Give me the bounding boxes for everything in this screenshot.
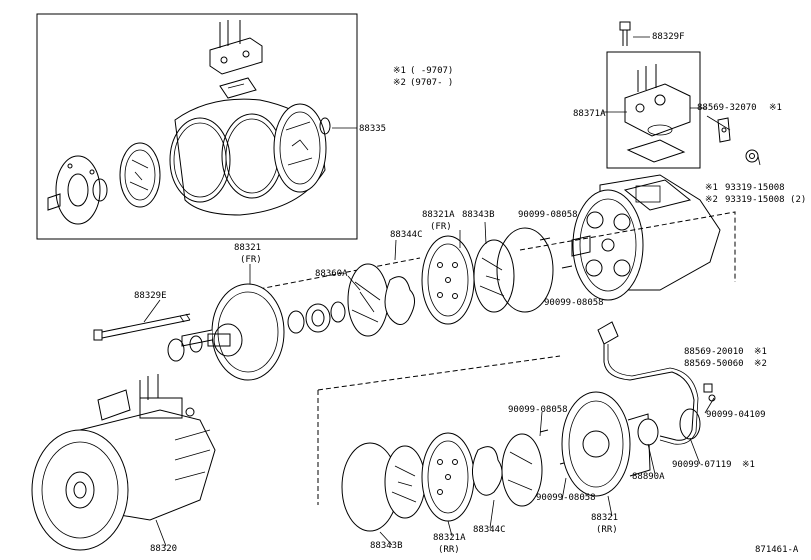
compressor-assembly-icon [31,374,216,551]
label-88329F: 88329F [652,32,685,42]
label-93319-15008-2: 93319-15008 (2) [725,195,806,205]
label-88569-20010-mark: ※1 [754,347,767,357]
label-88321-fr-sub: (FR) [240,255,262,265]
label-88321A-fr: 88321A [422,210,455,220]
label-93319-15008-mark1: ※1 [705,183,718,193]
notes-block: ※1 ( -9707) ※2 (9707- ) [393,66,453,88]
label-90099-08058-d: 90099-08058 [536,493,596,503]
label-88371A: 88371A [573,109,606,119]
gasket-kit-box [36,13,358,240]
label-90099-07119: 90099-07119 [672,460,732,470]
label-88890A: 88890A [632,472,665,482]
label-93319-15008-mark2: ※2 [705,195,718,205]
label-88344C-bottom: 88344C [473,525,506,535]
valve-plate-gasket-icon [169,98,326,216]
bracket-icon [717,117,731,143]
rear-cover-icon [624,64,691,163]
leader-lines [155,264,715,547]
label-88320: 88320 [150,544,177,554]
label-88569-50060-mark: ※2 [754,359,767,369]
note2-text: (9707- ) [410,78,453,88]
label-93319-15008: 93319-15008 [725,183,785,193]
rear-housing-icon [571,174,721,301]
leader-88329E [143,299,161,323]
label-88569-20010: 88569-20010 [684,347,744,357]
label-88343B-top: 88343B [462,210,495,220]
label-88329E: 88329E [134,291,167,301]
reference-code: 871461-A [755,545,799,555]
long-bolt-icon [93,313,191,341]
label-90099-08058-c: 90099-08058 [508,405,568,415]
note2-mark: ※2 [393,78,406,88]
label-88321A-rr-sub: (RR) [438,545,460,555]
washer-icon [745,149,759,163]
reed-valve-top-icon [347,227,573,337]
label-88569-32070-mark: ※1 [769,103,782,113]
dash-boundary-lower [317,355,561,505]
label-88360A: 88360A [315,269,348,279]
note1-text: ( -9707) [410,66,453,76]
label-88343B-bottom: 88343B [370,541,403,551]
front-housing-icon [47,155,108,225]
label-88569-32070: 88569-32070 [697,103,757,113]
label-90099-04109: 90099-04109 [706,410,766,420]
seal-rings-icon [167,301,346,362]
label-88344C-top: 88344C [390,230,423,240]
reed-valve-bottom-icon [341,429,569,532]
label-88321-rr-sub: (RR) [596,525,618,535]
label-88321-fr: 88321 [234,243,261,253]
bolt-icon [619,21,650,46]
front-housing-main-icon [181,283,285,381]
rear-cover-group [602,21,761,169]
label-88321A-fr-sub: (FR) [430,222,452,232]
rear-housing-lower-icon [561,391,701,497]
label-88569-50060: 88569-50060 [684,359,744,369]
label-90099-07119-mark: ※1 [742,460,755,470]
valve-plate-icon [273,103,331,193]
note1-mark: ※1 [393,66,406,76]
label-90099-08058-a: 90099-08058 [518,210,578,220]
label-88321-rr: 88321 [591,513,618,523]
fitting-plate-icon [209,20,263,99]
label-88335: 88335 [359,124,386,134]
labels: 88329F 88335 88371A 88569-32070 ※1 ※1 93… [134,32,806,555]
sensor-harness-icon [597,321,716,445]
label-88321A-rr: 88321A [433,533,466,543]
label-90099-08058-b: 90099-08058 [544,298,604,308]
front-plate-icon [119,142,161,208]
